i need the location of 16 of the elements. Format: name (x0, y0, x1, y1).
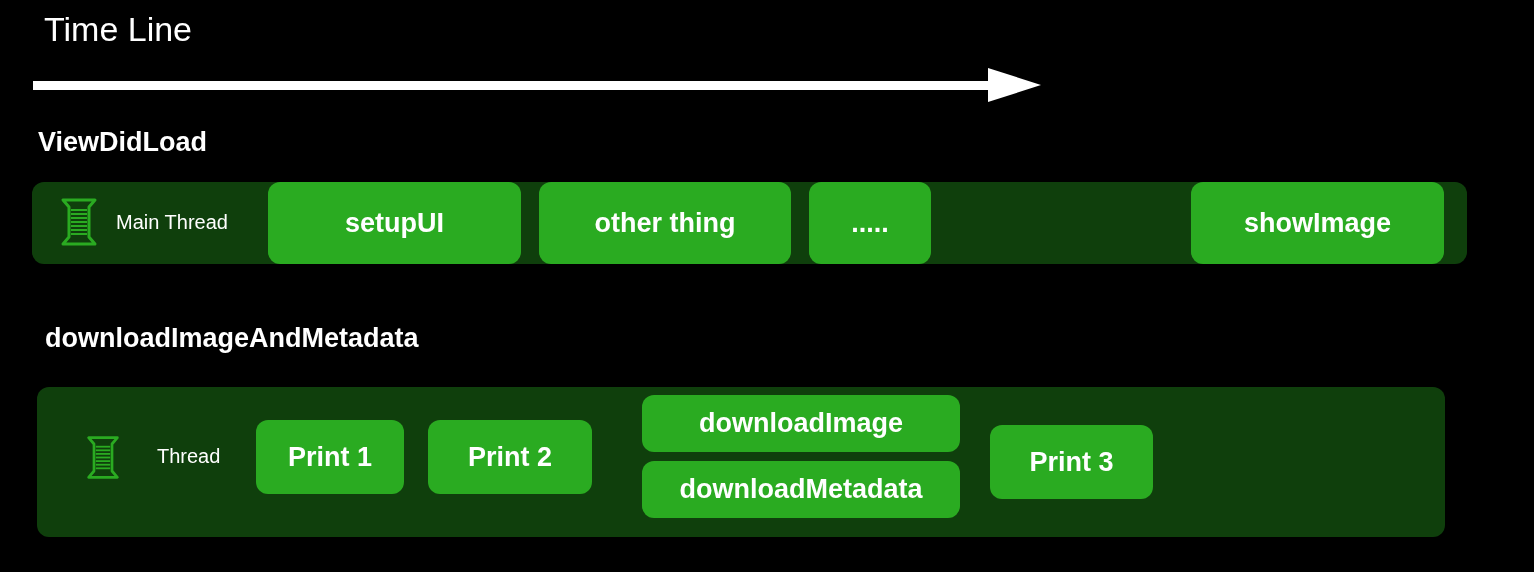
task-block: setupUI (268, 182, 521, 264)
task-block: Print 2 (428, 420, 592, 494)
task-block: downloadMetadata (642, 461, 960, 518)
task-block: ..... (809, 182, 931, 264)
title: Time Line (44, 10, 193, 49)
task-block: Print 3 (990, 425, 1153, 499)
task-block: downloadImage (642, 395, 960, 452)
task-block: Print 1 (256, 420, 404, 494)
thread-lane (37, 387, 1445, 537)
section-heading: downloadImageAndMetadata (45, 323, 419, 354)
thread-label: Main Thread (116, 211, 228, 234)
task-block: other thing (539, 182, 791, 264)
thread-lane (32, 182, 1467, 264)
section-heading: ViewDidLoad (38, 127, 208, 158)
task-block: showImage (1191, 182, 1444, 264)
thread-label: Thread (157, 445, 221, 468)
